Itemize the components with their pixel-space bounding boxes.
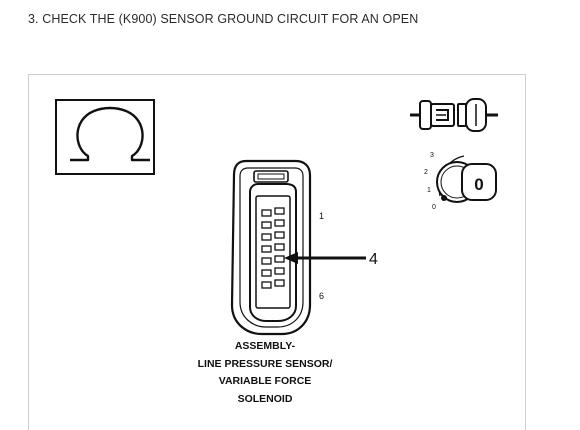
- ignition-key-label: 0: [474, 175, 483, 194]
- ignition-position-3: 3: [430, 152, 434, 159]
- connector-caption: ASSEMBLY- LINE PRESSURE SENSOR/ VARIABLE…: [150, 338, 380, 408]
- ignition-key-icon: 3 2 1 0 0: [424, 152, 497, 211]
- step-heading: 3. CHECK THE (K900) SENSOR GROUND CIRCUI…: [28, 12, 419, 26]
- callout-arrow: [284, 252, 366, 264]
- caption-line-3: VARIABLE FORCE: [218, 375, 312, 387]
- ignition-position-1: 1: [427, 187, 431, 194]
- ignition-position-2: 2: [424, 169, 428, 176]
- connector-pin-cavities: [261, 207, 285, 289]
- omega-ohm-icon: [55, 99, 155, 175]
- pin-label-1: 1: [319, 211, 324, 221]
- caption-line-2: LINE PRESSURE SENSOR/: [197, 357, 333, 370]
- ignition-position-0: 0: [432, 204, 436, 211]
- connector-disconnect-icon: [410, 98, 498, 132]
- connector-housing: [230, 159, 312, 336]
- callout-number-4: 4: [369, 251, 378, 268]
- caption-line-4: SOLENOID: [237, 392, 293, 405]
- pin-label-6: 6: [319, 291, 324, 301]
- caption-line-1: ASSEMBLY-: [234, 340, 296, 352]
